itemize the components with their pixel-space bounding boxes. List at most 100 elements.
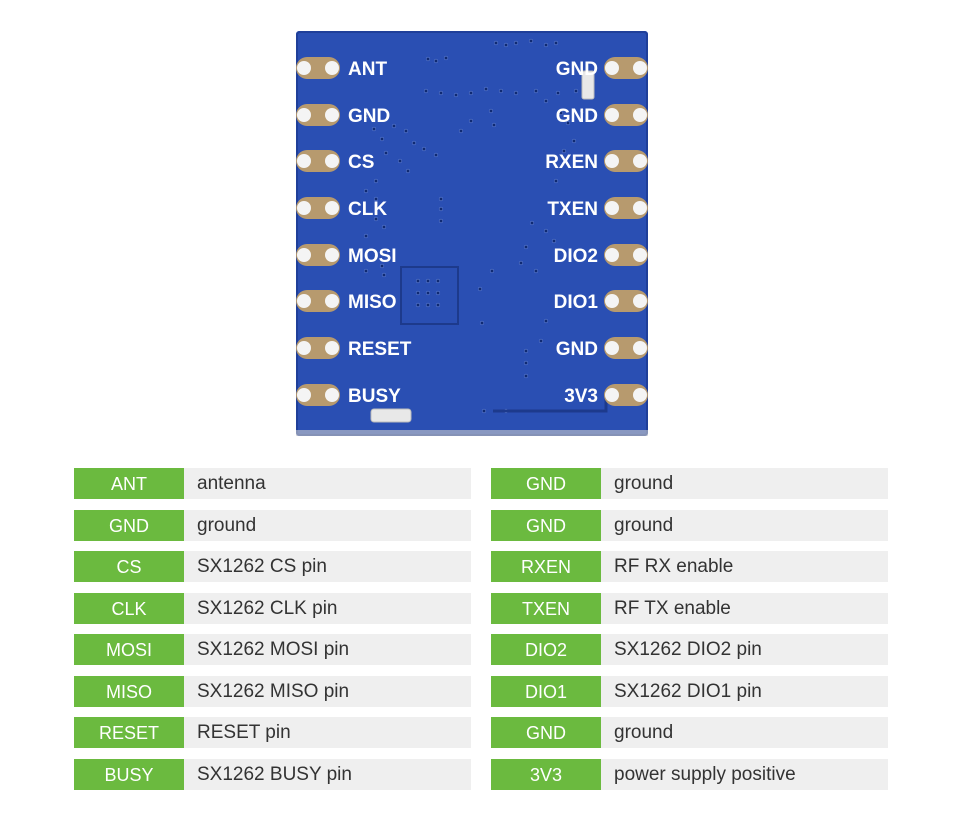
board-pin-label: MISO xyxy=(348,292,397,313)
via xyxy=(513,40,519,46)
via xyxy=(435,290,441,296)
via xyxy=(381,224,387,230)
via xyxy=(425,56,431,62)
via xyxy=(425,290,431,296)
via xyxy=(438,218,444,224)
chip-footprint xyxy=(400,266,459,325)
bottom-pad xyxy=(370,408,412,423)
pin-name: BUSY xyxy=(74,758,184,790)
pad-left-6: RESET xyxy=(296,337,412,360)
pad-hole xyxy=(605,248,619,262)
via xyxy=(381,272,387,278)
pad-right-2: RXEN xyxy=(545,150,648,173)
via xyxy=(523,373,529,379)
board-pin-label: GND xyxy=(556,59,598,80)
pin-name: CS xyxy=(74,551,184,582)
via xyxy=(543,98,549,104)
via xyxy=(523,348,529,354)
via xyxy=(488,108,494,114)
pad-hole xyxy=(633,248,647,262)
pad-hole xyxy=(633,61,647,75)
pad-hole xyxy=(633,154,647,168)
via xyxy=(458,128,464,134)
via xyxy=(479,320,485,326)
via xyxy=(483,86,489,92)
pin-description: power supply positive xyxy=(601,758,888,790)
pin-description: SX1262 CS pin xyxy=(184,551,471,582)
via xyxy=(579,108,585,114)
pad-hole xyxy=(297,294,311,308)
board-pin-label: 3V3 xyxy=(564,386,598,407)
via xyxy=(555,90,561,96)
via xyxy=(533,88,539,94)
via xyxy=(415,302,421,308)
pad-hole xyxy=(633,201,647,215)
via xyxy=(433,58,439,64)
via xyxy=(438,206,444,212)
via xyxy=(543,318,549,324)
pin-description: ground xyxy=(601,468,888,499)
pin-description: ground xyxy=(601,509,888,541)
pad-hole xyxy=(325,61,339,75)
via xyxy=(565,120,571,126)
pad-hole xyxy=(633,294,647,308)
pad-hole xyxy=(325,201,339,215)
pad-hole xyxy=(297,108,311,122)
pin-description: SX1262 MISO pin xyxy=(184,675,471,707)
pad-hole xyxy=(605,61,619,75)
board-pin-label: CS xyxy=(348,152,374,173)
pad-hole xyxy=(633,341,647,355)
via xyxy=(453,92,459,98)
pad-right-5: DIO1 xyxy=(554,290,648,313)
via xyxy=(538,338,544,344)
pad-hole xyxy=(325,388,339,402)
pad-hole xyxy=(297,341,311,355)
via xyxy=(405,168,411,174)
via xyxy=(491,122,497,128)
pad-hole xyxy=(605,201,619,215)
via xyxy=(523,360,529,366)
pad-left-2: CS xyxy=(296,150,374,173)
pad-hole xyxy=(297,61,311,75)
via xyxy=(363,113,369,119)
via xyxy=(423,88,429,94)
pin-name: RESET xyxy=(74,717,184,748)
via xyxy=(571,138,577,144)
via xyxy=(373,196,379,202)
pin-description: antenna xyxy=(184,468,471,499)
pad-right-1: GND xyxy=(556,104,648,127)
pad-left-1: GND xyxy=(296,104,390,127)
board-pin-label: DIO2 xyxy=(554,246,598,267)
pin-description: SX1262 BUSY pin xyxy=(184,758,471,790)
pad-left-3: CLK xyxy=(296,197,387,220)
via xyxy=(481,408,487,414)
via xyxy=(518,260,524,266)
via xyxy=(363,188,369,194)
via xyxy=(443,55,449,61)
pcb-substrate xyxy=(296,31,648,436)
via xyxy=(373,253,379,259)
pin-name: MOSI xyxy=(74,634,184,665)
pad-hole xyxy=(605,108,619,122)
via xyxy=(553,40,559,46)
pin-description: RESET pin xyxy=(184,717,471,748)
pad-hole xyxy=(297,248,311,262)
pad-hole xyxy=(297,388,311,402)
pin-description: SX1262 DIO2 pin xyxy=(601,634,888,665)
pin-name: GND xyxy=(491,468,601,499)
pad-left-7: BUSY xyxy=(296,384,401,407)
pad-hole xyxy=(325,248,339,262)
via xyxy=(379,263,385,269)
